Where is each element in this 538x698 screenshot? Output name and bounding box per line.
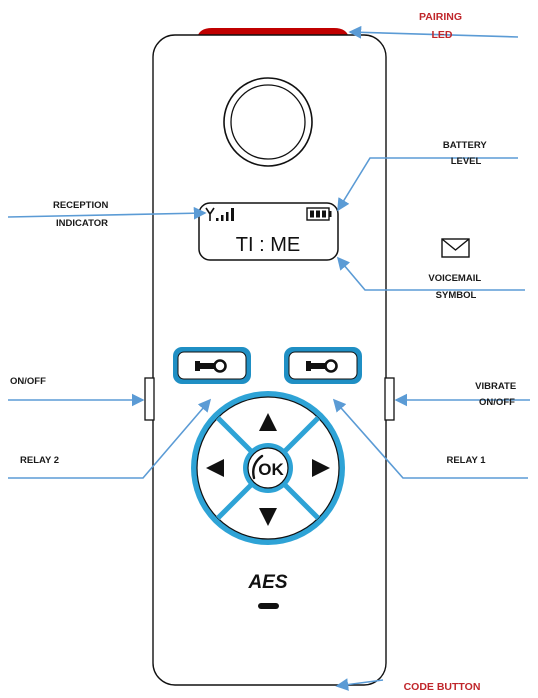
ok-button[interactable]: OK — [243, 443, 293, 493]
arrow-down-icon[interactable] — [259, 508, 277, 526]
envelope-icon — [441, 238, 470, 258]
pairing-led-arrow — [348, 25, 519, 39]
device-body — [152, 34, 387, 686]
key-icon — [195, 359, 227, 373]
relay-1-arrow — [332, 398, 528, 479]
voicemail-symbol-arrow — [336, 256, 525, 291]
code-button-arrow — [335, 678, 384, 691]
arrow-up-icon[interactable] — [259, 413, 277, 431]
label-battery-level: BATTERY LEVEL — [443, 140, 489, 167]
label-voicemail-symbol: VOICEMAIL SYMBOL — [428, 273, 483, 301]
speaker — [223, 77, 313, 167]
battery-icon — [306, 207, 332, 221]
label-code-button: CODE BUTTON — [404, 681, 481, 693]
svg-text:OK: OK — [258, 460, 284, 479]
label-pairing-led: PAIRING LED — [419, 11, 465, 41]
key-icon — [306, 359, 338, 373]
screen-time-text: TI : ME — [236, 234, 300, 256]
label-relay-2: RELAY 2 — [20, 455, 59, 466]
label-reception-indicator: RECEPTION INDICATOR — [53, 200, 111, 229]
relay-2-arrow — [8, 398, 212, 479]
relay-1-button[interactable] — [284, 347, 362, 384]
signal-strength-icon — [205, 207, 234, 221]
phone-handset-icon — [252, 454, 264, 480]
vibrate-side-button[interactable] — [384, 377, 395, 421]
code-button[interactable] — [258, 603, 279, 609]
relay-2-button[interactable] — [173, 347, 251, 384]
on-off-side-button[interactable] — [144, 377, 155, 421]
arrow-left-icon[interactable] — [206, 459, 224, 477]
aes-logo: AES — [247, 572, 287, 593]
reception-indicator-arrow — [7, 206, 207, 220]
battery-level-arrow — [337, 157, 518, 212]
label-relay-1: RELAY 1 — [446, 455, 486, 466]
label-on-off: ON/OFF — [10, 376, 46, 387]
arrow-right-icon[interactable] — [312, 459, 330, 477]
label-vibrate-on-off: VIBRATE ON/OFF — [475, 381, 519, 408]
